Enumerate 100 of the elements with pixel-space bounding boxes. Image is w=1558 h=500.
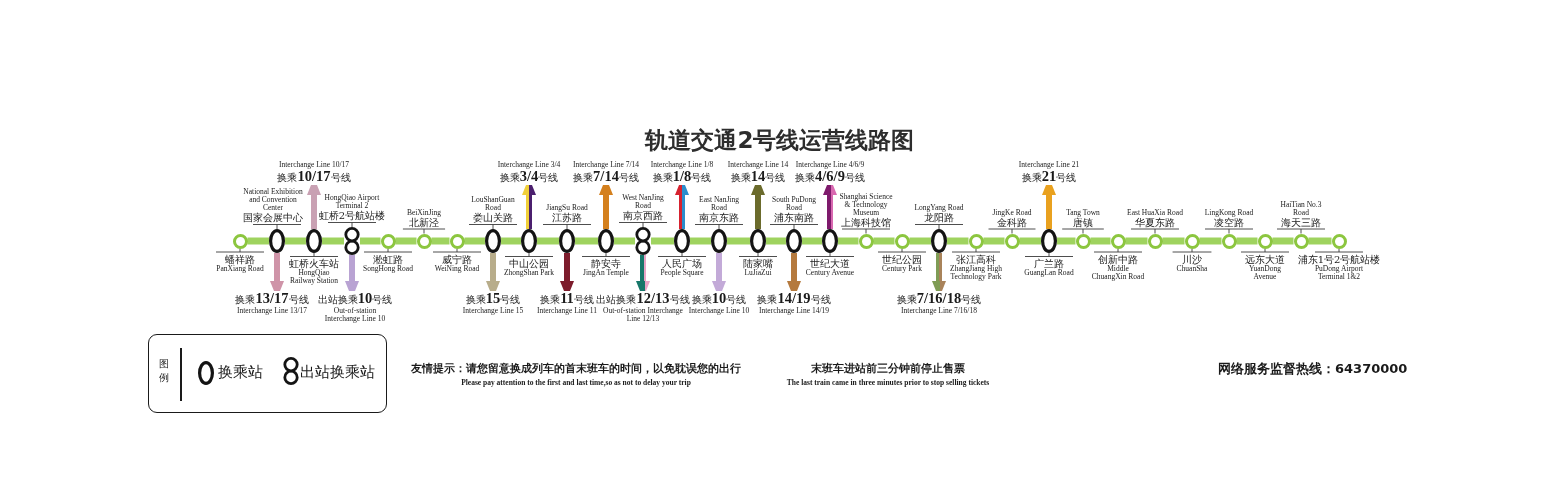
station-name: 川沙: [1182, 253, 1202, 265]
line-segment: [947, 237, 969, 245]
line-segment: [431, 237, 450, 245]
station-name: 凌空路: [1214, 216, 1244, 228]
interchange-label: 换乘14/19号线: [757, 291, 831, 307]
interchange-label: 出站换乘12/13号线: [596, 291, 690, 307]
station-name: 娄山关路: [473, 212, 513, 223]
legend-label: 换乘站: [218, 363, 263, 381]
double-ring: [344, 227, 360, 255]
interchange-ring: [559, 229, 575, 253]
station-name: 国家会展中心: [243, 212, 303, 223]
line-segment: [1272, 237, 1294, 245]
line-segment: [1057, 237, 1076, 245]
legend-label: 出站换乘站: [300, 363, 375, 381]
station-name: 广兰路: [1034, 258, 1064, 269]
interchange-ring: [598, 229, 614, 253]
interchange-label: 换乘15号线: [465, 291, 521, 307]
station-name: 虹桥火车站: [289, 258, 339, 269]
line-segment: [838, 237, 859, 245]
station-ring: [1184, 233, 1200, 249]
line-segment: [464, 237, 485, 245]
line-segment: [651, 237, 674, 245]
station-name: 浦东南路: [774, 212, 814, 223]
station-ring: [894, 233, 910, 249]
station-ring: [1110, 233, 1126, 249]
line-segment: [690, 237, 711, 245]
interchange-label: 换乘10号线: [691, 291, 747, 307]
station-name: 创新中路: [1098, 253, 1138, 265]
station-name: 静安寺: [591, 258, 621, 269]
station-ring: [968, 233, 984, 249]
notice-text: 友情提示：请您留意换成列车的首末班车的时间，以免耽误您的出行: [411, 362, 741, 376]
interchange-label: 换乘7/14号线: [573, 169, 639, 185]
station-ring: [1331, 233, 1347, 249]
line-segment: [575, 237, 598, 245]
interchange-label: 出站换乘10号线: [317, 291, 393, 307]
interchange-ring: [306, 229, 322, 253]
interchange-ring: [786, 229, 802, 253]
interchange-ring: [711, 229, 727, 253]
interchange-label: 换乘13/17号线: [235, 291, 309, 307]
station-ring: [416, 233, 432, 249]
station-ring: [1004, 233, 1020, 249]
station-name: 海天三路: [1281, 216, 1321, 228]
line-segment: [395, 237, 417, 245]
line-segment: [1308, 237, 1332, 245]
line-segment: [873, 237, 895, 245]
notice-text: 末班车进站前三分钟前停止售票: [811, 362, 965, 376]
line-segment: [1199, 237, 1222, 245]
line-segment: [501, 237, 521, 245]
interchange-label: 换乘10/17号线: [277, 169, 351, 185]
station-name: 远东大道: [1245, 253, 1285, 265]
station-name: 人民广场: [662, 258, 702, 269]
station-name: 金科路: [997, 216, 1027, 228]
line-segment: [1162, 237, 1185, 245]
line-segment: [1236, 237, 1258, 245]
interchange-ring: [521, 229, 537, 253]
station-name: 上海科技馆: [841, 216, 891, 228]
station-name: 北新泾: [409, 216, 439, 228]
station-name: 浦东1号2号航站楼: [1297, 253, 1381, 265]
line-segment: [802, 237, 822, 245]
station-ring: [449, 233, 465, 249]
line-segment: [285, 237, 306, 245]
station-name: 江苏路: [552, 212, 582, 223]
station-name: 中山公园: [509, 258, 549, 269]
line-segment: [360, 237, 381, 245]
station-ring: [1147, 233, 1163, 249]
line-segment: [537, 237, 559, 245]
line-segment: [247, 237, 269, 245]
legend-title: 图例: [159, 357, 169, 385]
line-segment: [1090, 237, 1111, 245]
interchange-label: 换乘1/8号线: [652, 169, 712, 185]
station-name: 陆家嘴: [743, 258, 773, 269]
station-name: 南京西路: [623, 210, 663, 221]
station-name: 虹桥2号航站楼: [318, 210, 386, 221]
line-segment: [1125, 237, 1148, 245]
interchange-ring: [485, 229, 501, 253]
station-name: 世纪大道: [810, 258, 850, 269]
station-ring: [232, 233, 248, 249]
station-name: 唐镇: [1073, 216, 1093, 228]
interchange-label: 换乘11号线: [540, 291, 594, 307]
interchange-label: 换乘3/4号线: [499, 169, 559, 185]
line-segment: [727, 237, 750, 245]
interchange-ring: [750, 229, 766, 253]
station-name: 世纪公园: [882, 253, 922, 265]
station-ring: [1221, 233, 1237, 249]
interchange-label: 换乘7/16/18号线: [896, 291, 982, 307]
station-name: 威宁路: [442, 253, 472, 265]
station-ring: [1075, 233, 1091, 249]
station-ring: [380, 233, 396, 249]
line-segment: [766, 237, 786, 245]
hotline-text: 网络服务监督热线：64370000: [1218, 360, 1408, 378]
line-segment: [909, 237, 931, 245]
station-ring: [1293, 233, 1309, 249]
interchange-ring: [674, 229, 690, 253]
station-name: 南京东路: [699, 212, 739, 223]
line-segment: [614, 237, 635, 245]
station-name: 张江高科: [956, 253, 996, 265]
line-segment: [983, 237, 1005, 245]
interchange-ring: [931, 229, 947, 253]
interchange-label: 换乘21号线: [1021, 169, 1077, 185]
station-name: 华夏东路: [1135, 216, 1175, 228]
